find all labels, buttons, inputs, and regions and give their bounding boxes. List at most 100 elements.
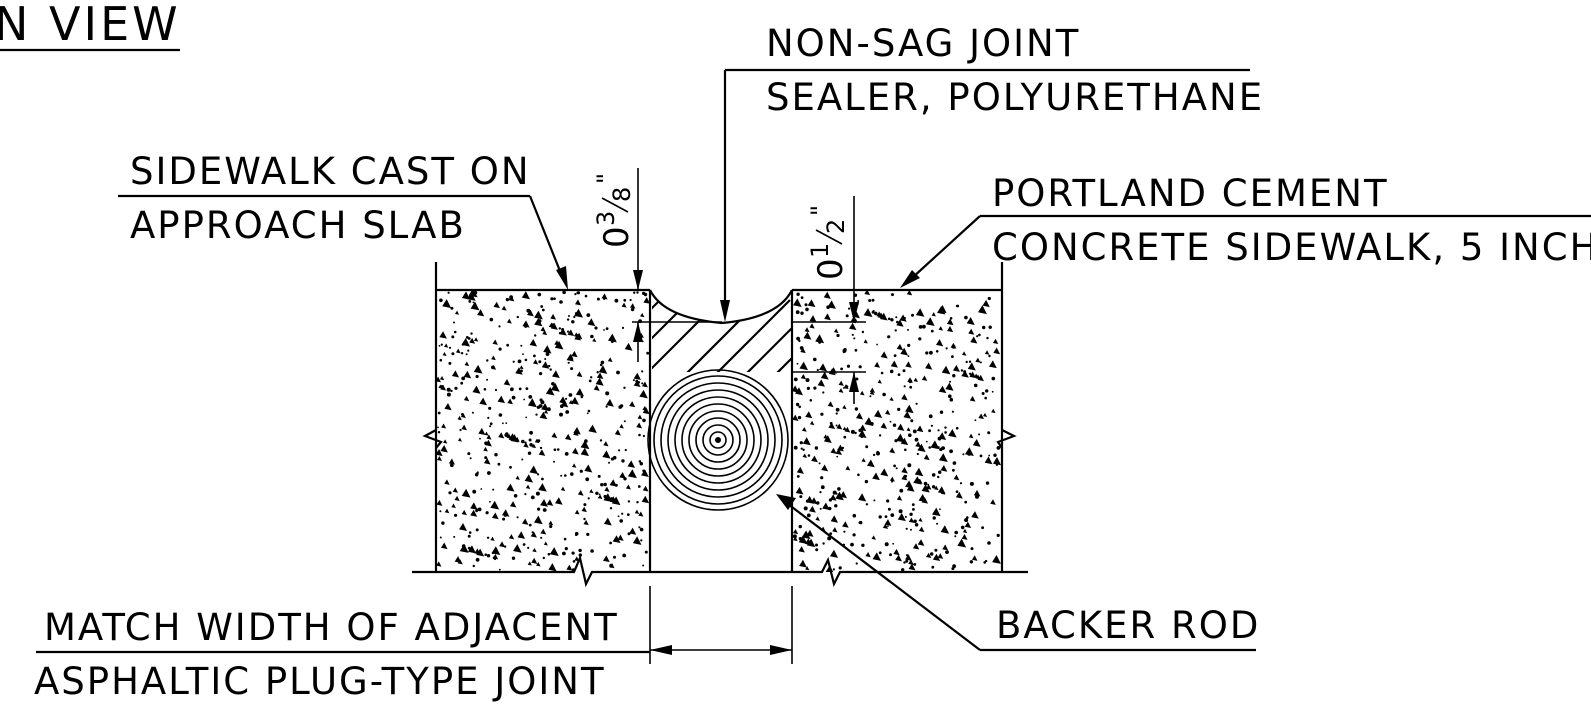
stipple-aggregate [858,429,867,438]
stipple-aggregate [880,422,888,429]
stipple-dot [930,552,934,556]
stipple-dot [984,396,987,400]
stipple-dot [802,448,805,451]
stipple-dot [951,410,955,413]
stipple-aggregate [796,466,804,474]
stipple-dot [439,536,442,539]
stipple-dot [638,433,641,437]
stipple-dot [903,561,906,564]
stipple-aggregate [564,433,572,441]
stipple-dot [619,404,624,408]
stipple-aggregate [436,561,442,567]
stipple-aggregate [463,370,472,379]
stipple-dot [551,382,555,386]
stipple-aggregate [491,512,499,520]
stipple-aggregate [555,497,563,505]
stipple-aggregate [802,437,811,446]
stipple-dot [846,364,851,368]
stipple-dot [596,297,600,301]
stipple-dot [603,329,605,331]
stipple-aggregate [444,402,452,411]
stipple-dot [498,413,503,417]
stipple-dot [981,392,985,395]
match-width-callout: MATCH WIDTH OF ADJACENT ASPHALTIC PLUG-T… [34,606,650,703]
stipple-dot [894,439,898,443]
stipple-aggregate [604,486,610,492]
stipple-dot [553,460,555,463]
stipple-aggregate [809,323,815,329]
stipple-aggregate [798,535,808,545]
stipple-dot [623,386,626,389]
stipple-aggregate [619,424,624,429]
stipple-dot [805,378,810,383]
stipple-aggregate [501,509,510,517]
concrete-label-line1: PORTLAND CEMENT [992,172,1389,215]
stipple-dot [574,293,577,296]
stipple-dot [568,393,573,397]
match-label-line2: ASPHALTIC PLUG-TYPE JOINT [34,660,606,703]
stipple-dot [851,333,854,336]
stipple-dot [605,405,608,408]
sidewalk-callout: SIDEWALK CAST ON APPROACH SLAB [118,150,568,290]
stipple-aggregate [459,543,469,553]
right-recess-denominator: 2 [822,219,850,234]
stipple-dot [798,537,802,541]
stipple-dot [527,546,530,550]
stipple-aggregate [819,363,828,372]
sealer-label-line1: NON-SAG JOINT [766,22,1080,65]
stipple-dot [475,472,479,475]
stipple-dot [472,564,475,568]
stipple-aggregate [983,412,988,417]
stipple-aggregate [541,403,549,411]
stipple-dot [522,543,526,546]
stipple-dot [489,317,494,322]
stipple-aggregate [630,303,636,309]
stipple-aggregate [835,491,844,501]
stipple-aggregate [936,339,944,347]
stipple-aggregate [880,468,889,477]
stipple-aggregate [992,457,1002,466]
stipple-aggregate [945,382,954,391]
stipple-dot [889,553,892,557]
stipple-aggregate [836,423,843,430]
stipple-aggregate [444,508,450,514]
stipple-dot [633,291,636,294]
stipple-dot [535,491,540,496]
stipple-aggregate [798,546,805,553]
stipple-dot [827,506,832,511]
stipple-aggregate [890,360,898,368]
stipple-dot [878,551,882,555]
stipple-aggregate [545,386,555,396]
stipple-aggregate [937,553,944,559]
stipple-aggregate [800,374,807,380]
stipple-aggregate [984,456,993,465]
stipple-aggregate [962,351,967,356]
stipple-aggregate [901,393,908,401]
stipple-dot [475,374,479,379]
stipple-dot [609,507,613,510]
stipple-dot [535,413,538,416]
stipple-dot [793,445,798,450]
stipple-dot [642,434,646,438]
stipple-dot [528,438,532,442]
stipple-dot [898,509,903,514]
stipple-dot [549,368,552,371]
stipple-aggregate [574,308,584,318]
stipple-dot [573,315,576,319]
stipple-dot [522,353,524,355]
stipple-aggregate [966,316,975,325]
stipple-aggregate [872,552,882,561]
stipple-dot [852,513,857,518]
stipple-dot [991,390,994,393]
stipple-aggregate [916,425,924,433]
stipple-dot [525,387,529,390]
stipple-aggregate [932,507,941,517]
stipple-aggregate [627,469,637,479]
stipple-dot [439,358,443,362]
stipple-dot [548,364,551,368]
stipple-dot [891,480,893,483]
stipple-dot [512,360,515,363]
stipple-aggregate [534,318,543,327]
stipple-dot [918,337,922,341]
stipple-dot [829,532,833,535]
